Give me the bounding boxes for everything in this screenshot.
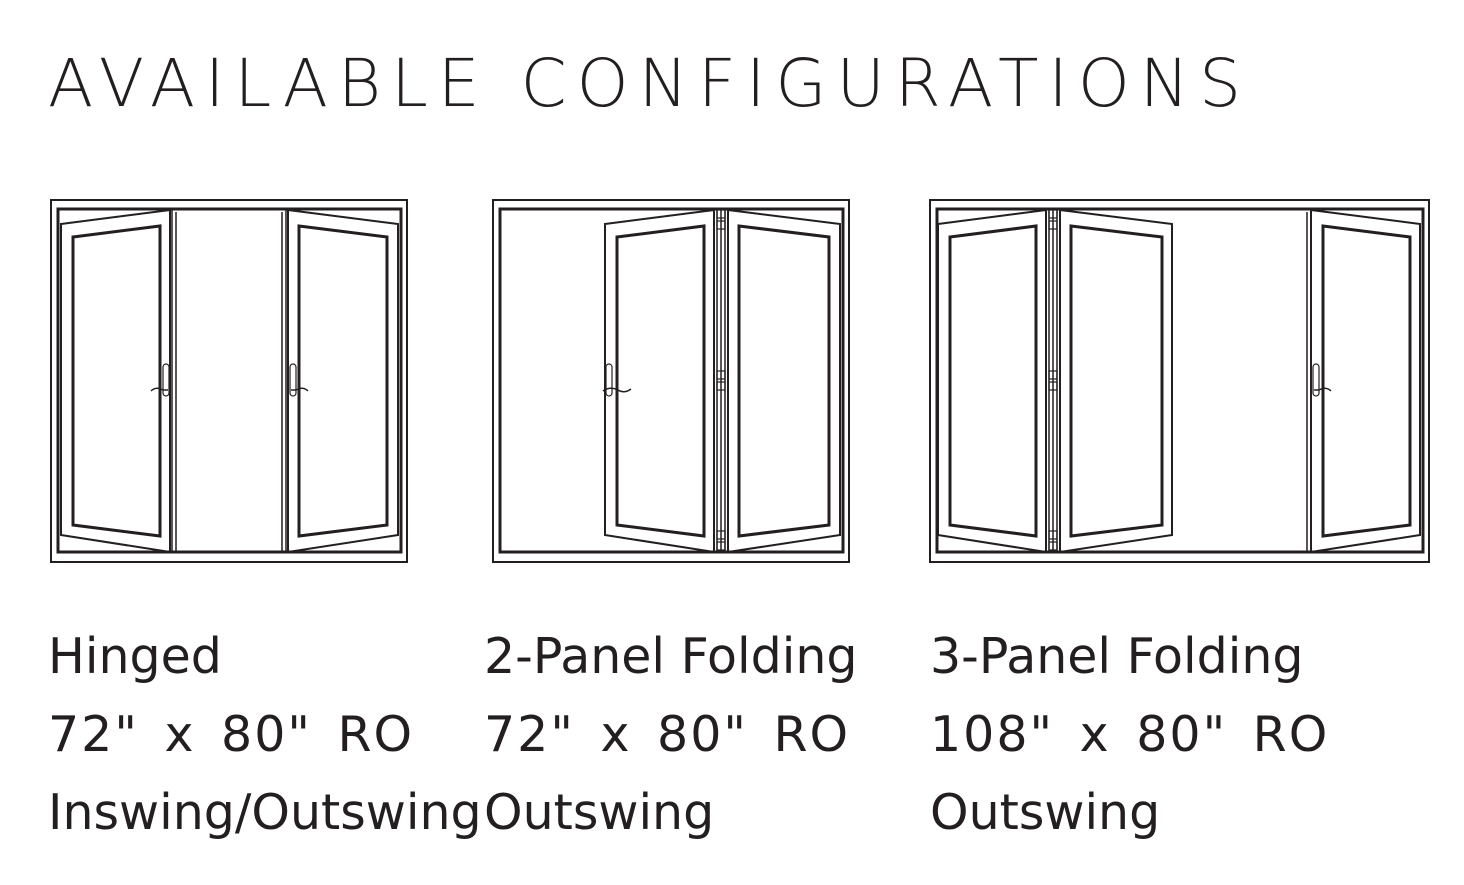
hinged-caption: Hinged 72" x 80" RO Inswing/Outswing: [48, 618, 482, 852]
three-panel-folding-door-diagram: [927, 196, 1433, 566]
configuration-swing: Inswing/Outswing: [48, 784, 482, 841]
three-panel-folding-caption: 3-Panel Folding 108" x 80" RO Outswing: [930, 618, 1329, 852]
configuration-name: 2-Panel Folding: [484, 628, 858, 685]
hinged-door-icon: [50, 199, 408, 563]
configuration-name: 3-Panel Folding: [930, 628, 1304, 685]
configuration-dimensions: 72" x 80" RO: [484, 706, 851, 763]
three-panel-folding-door-icon: [929, 199, 1430, 563]
page-title: AVAILABLE CONFIGURATIONS: [48, 45, 1252, 122]
configuration-swing: Outswing: [484, 784, 715, 841]
hinged-door-diagram: [48, 196, 410, 566]
configuration-dimensions: 108" x 80" RO: [930, 706, 1330, 763]
configuration-name: Hinged: [48, 628, 222, 685]
configuration-swing: Outswing: [930, 784, 1161, 841]
two-panel-folding-door-diagram: [490, 196, 852, 566]
two-panel-folding-caption: 2-Panel Folding 72" x 80" RO Outswing: [484, 618, 858, 852]
two-panel-folding-door-icon: [492, 199, 850, 563]
configuration-dimensions: 72" x 80" RO: [48, 706, 415, 763]
